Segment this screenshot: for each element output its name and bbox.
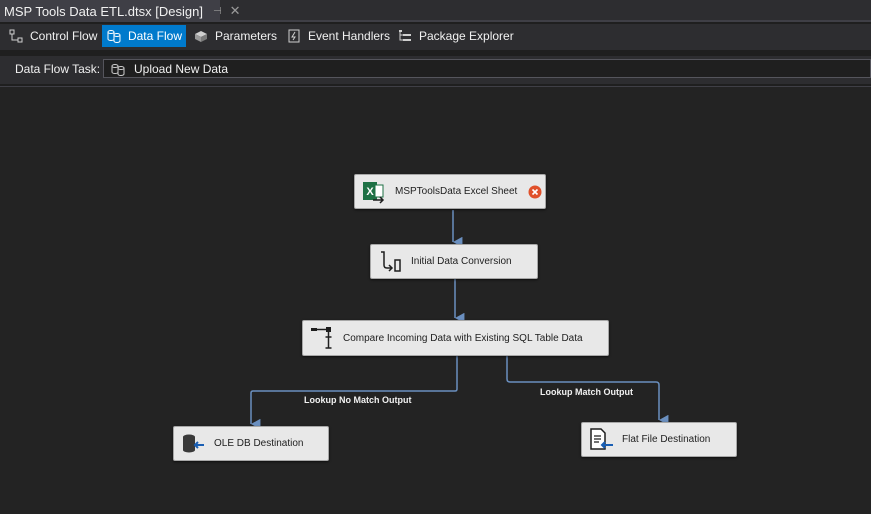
flat-file-destination-component[interactable]: Flat File Destination	[581, 422, 737, 457]
tab-parameters[interactable]: Parameters	[189, 25, 281, 47]
tab-label: Parameters	[215, 29, 278, 43]
component-label: Compare Incoming Data with Existing SQL …	[343, 332, 583, 344]
close-icon[interactable]: ✕	[229, 3, 241, 18]
package-explorer-icon	[399, 30, 411, 41]
component-label: OLE DB Destination	[214, 438, 304, 449]
tab-label: Data Flow	[127, 29, 182, 43]
path-label-no-match[interactable]: Lookup No Match Output	[304, 395, 412, 405]
excel-source-component[interactable]: X MSPToolsData Excel Sheet	[354, 174, 546, 209]
document-tab[interactable]: MSP Tools Data ETL.dtsx [Design] ⊣ ✕	[0, 0, 241, 22]
excel-source-icon: X	[363, 181, 385, 204]
tab-label: Package Explorer	[419, 29, 514, 43]
task-selector-label: Data Flow Task:	[15, 62, 101, 76]
event-handlers-icon	[288, 29, 300, 43]
data-flow-design-surface[interactable]	[0, 87, 871, 514]
task-selector-row: Data Flow Task: Upload New Data	[0, 56, 871, 84]
pin-icon[interactable]: ⊣	[212, 5, 222, 17]
data-flow-task-icon	[111, 63, 125, 76]
designer-tabs-bar: Control Flow Data Flow Parameters Event …	[0, 24, 871, 50]
component-label: Initial Data Conversion	[411, 256, 512, 267]
data-conversion-icon	[381, 250, 401, 272]
lookup-icon	[311, 327, 332, 349]
component-label: Flat File Destination	[622, 434, 711, 445]
flat-file-destination-icon	[590, 427, 613, 450]
parameters-icon	[195, 31, 207, 42]
tab-package-explorer[interactable]: Package Explorer	[393, 25, 518, 47]
control-flow-icon	[9, 29, 23, 43]
oledb-destination-icon	[183, 434, 204, 452]
task-selector-value: Upload New Data	[134, 61, 229, 76]
tab-data-flow[interactable]: Data Flow	[102, 25, 186, 47]
toolbar-separator	[0, 86, 871, 87]
tab-event-handlers[interactable]: Event Handlers	[282, 25, 394, 47]
document-tab-title: MSP Tools Data ETL.dtsx [Design]	[4, 3, 203, 19]
data-flow-icon	[107, 30, 121, 43]
path-label-match[interactable]: Lookup Match Output	[540, 387, 633, 397]
data-conversion-component[interactable]: Initial Data Conversion	[370, 244, 538, 279]
tab-label: Control Flow	[30, 29, 98, 43]
task-selector-combo[interactable]: Upload New Data	[103, 59, 871, 78]
svg-text:X: X	[366, 186, 374, 198]
tab-label: Event Handlers	[308, 29, 391, 43]
tab-control-flow[interactable]: Control Flow	[4, 25, 101, 47]
error-icon[interactable]	[528, 185, 542, 199]
oledb-destination-component[interactable]: OLE DB Destination	[173, 426, 329, 461]
lookup-component[interactable]: Compare Incoming Data with Existing SQL …	[302, 320, 609, 356]
component-label: MSPToolsData Excel Sheet	[395, 186, 518, 197]
document-tab-strip: MSP Tools Data ETL.dtsx [Design] ⊣ ✕	[0, 0, 871, 22]
